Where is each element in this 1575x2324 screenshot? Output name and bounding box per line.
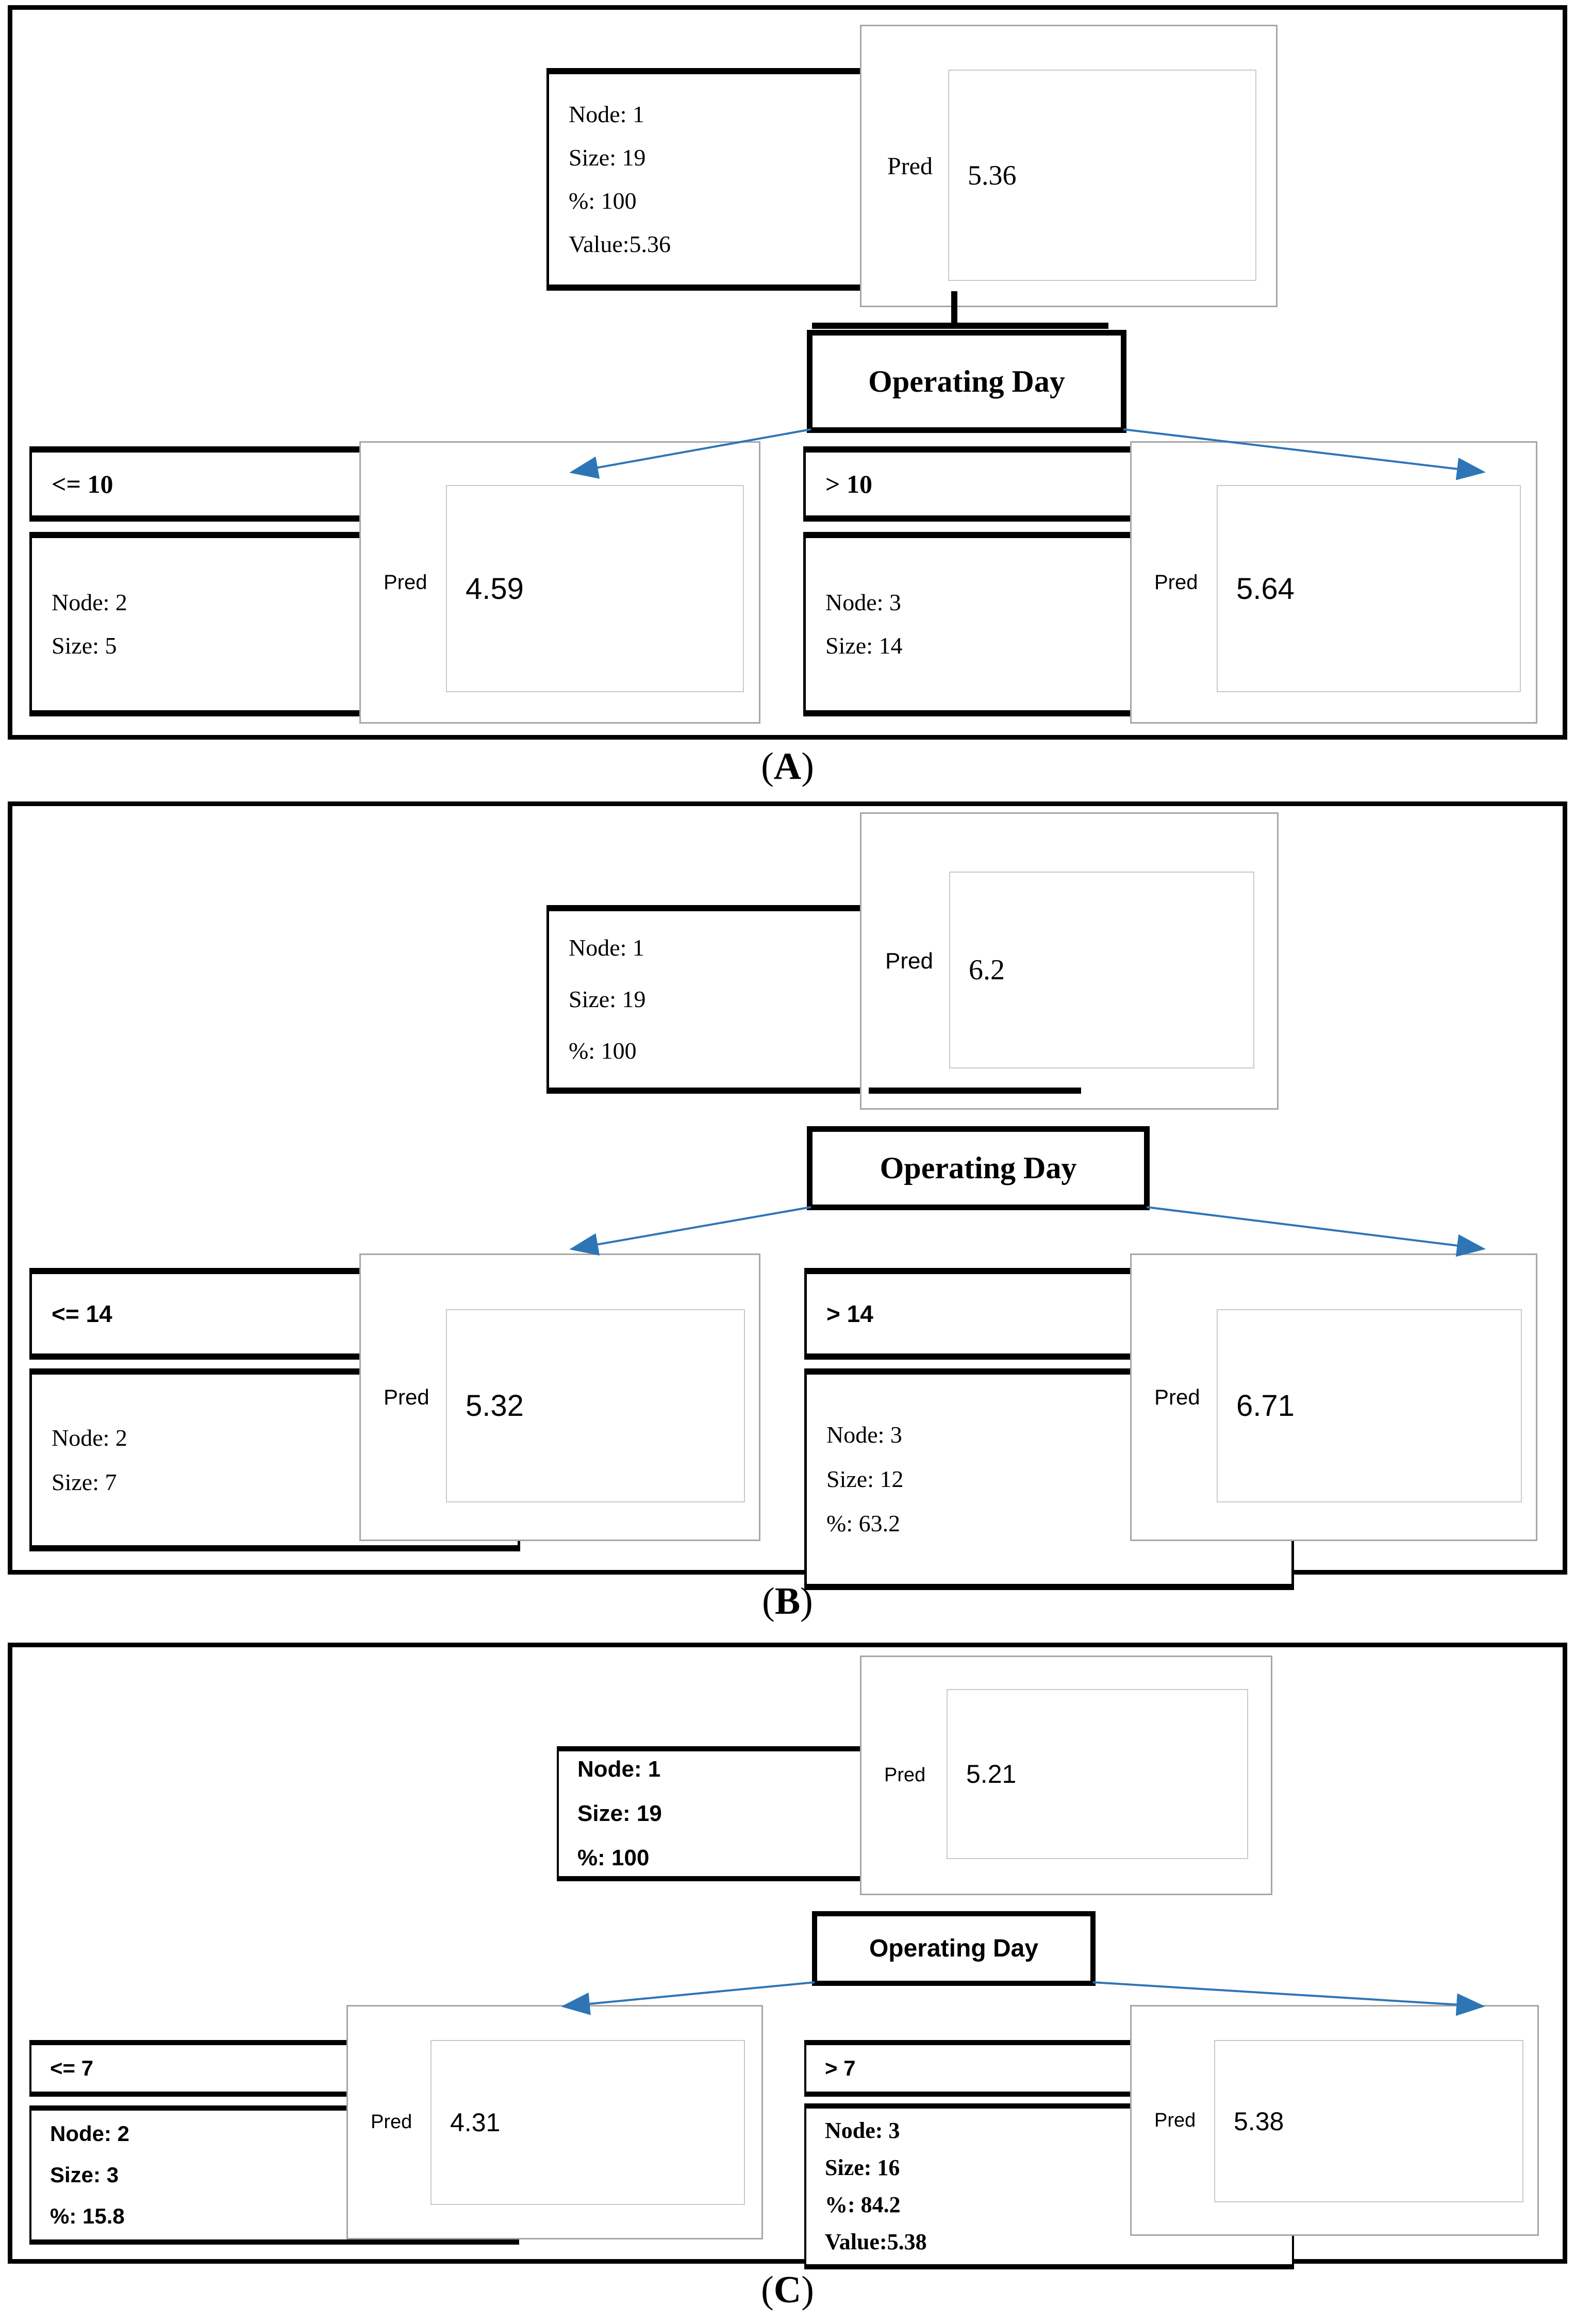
pred-value: 5.38: [1234, 2106, 1284, 2136]
connector-step-horizontal: [869, 1088, 1081, 1094]
right-pred-box: Pred 6.71: [1130, 1253, 1537, 1541]
decision-tree-panel-a: Node: 1 Size: 19 %: 100 Value:5.36 Pred …: [8, 5, 1567, 740]
pred-inner-frame: 6.71: [1217, 1309, 1522, 1502]
caption-paren: ): [801, 745, 814, 788]
caption-letter: A: [773, 745, 802, 788]
root-node-info-text: Node: 1 Size: 19 %: 100: [577, 1757, 662, 1870]
split-variable-box: Operating Day: [807, 330, 1126, 433]
split-variable-label: Operating Day: [868, 364, 1065, 398]
root-node-info-text: Node: 1 Size: 19 %: 100: [569, 934, 646, 1064]
root-pred-box: Pred 5.21: [860, 1656, 1272, 1895]
pred-label: Pred: [1154, 1385, 1200, 1409]
decision-tree-panel-b: Node: 1 Size: 19 %: 100 Pred 6.2 Operati…: [8, 801, 1567, 1590]
pred-label: Pred: [384, 571, 427, 594]
left-condition-label: <= 7: [50, 2056, 94, 2080]
left-pred-box: Pred 4.59: [359, 441, 760, 724]
root-pred-box: Pred 6.2: [860, 812, 1279, 1110]
right-node-info-text: Node: 3 Size: 16 %: 84.2 Value:5.38: [825, 2118, 927, 2254]
left-node-info-text: Node: 2 Size: 5: [52, 589, 127, 659]
pred-label: Pred: [884, 1764, 926, 1786]
split-variable-label: Operating Day: [869, 1935, 1039, 1962]
caption-paren: (: [762, 1580, 775, 1623]
connector-step-vertical: [951, 291, 957, 329]
pred-inner-frame: 5.36: [948, 70, 1256, 281]
root-node-info-box: Node: 1 Size: 19 %: 100: [546, 905, 871, 1094]
panel-caption-a: (A): [0, 741, 1575, 793]
pred-label: Pred: [887, 152, 933, 180]
pred-inner-frame: 4.31: [430, 2040, 745, 2205]
right-condition-label: > 7: [825, 2056, 856, 2080]
panel-caption-b: (B): [0, 1576, 1575, 1628]
root-node-info-box: Node: 1 Size: 19 %: 100: [557, 1746, 866, 1881]
left-condition-label: <= 10: [52, 470, 113, 498]
right-pred-box: Pred 5.38: [1130, 2005, 1539, 2236]
panel-caption-c: (C): [0, 2265, 1575, 2316]
left-node-info-text: Node: 2 Size: 3 %: 15.8: [50, 2121, 130, 2228]
pred-value: 6.2: [969, 954, 1005, 986]
right-arrow-line: [1092, 1981, 1485, 2016]
pred-inner-frame: 4.59: [446, 485, 744, 692]
caption-paren: (: [761, 745, 774, 788]
root-node-info-text: Node: 1 Size: 19 %: 100 Value:5.36: [569, 101, 671, 257]
pred-value: 5.36: [968, 160, 1017, 191]
left-arrow-line: [561, 1981, 815, 2015]
pred-value: 4.59: [466, 572, 524, 606]
right-pred-box: Pred 5.64: [1130, 441, 1537, 724]
right-condition-label: > 10: [825, 470, 872, 498]
pred-label: Pred: [1154, 2109, 1196, 2131]
split-variable-box: Operating Day: [807, 1126, 1150, 1210]
pred-value: 5.64: [1236, 572, 1295, 606]
pred-inner-frame: 6.2: [949, 872, 1254, 1068]
caption-letter: B: [774, 1580, 801, 1623]
right-condition-label: > 14: [826, 1300, 873, 1327]
decision-tree-panel-c: Node: 1 Size: 19 %: 100 Pred 5.21 Operat…: [8, 1643, 1567, 2269]
left-arrow-line: [569, 1206, 811, 1256]
pred-value: 6.71: [1236, 1389, 1295, 1423]
right-node-info-text: Node: 3 Size: 12 %: 63.2: [826, 1422, 904, 1536]
pred-inner-frame: 5.21: [947, 1689, 1248, 1859]
left-pred-box: Pred 5.32: [359, 1253, 760, 1541]
pred-label: Pred: [384, 1385, 429, 1409]
right-arrow-line: [1146, 1206, 1486, 1257]
pred-value: 5.32: [466, 1389, 524, 1423]
pred-inner-frame: 5.64: [1217, 485, 1521, 692]
pred-value: 4.31: [450, 2108, 501, 2137]
left-node-info-text: Node: 2 Size: 7: [52, 1424, 127, 1495]
caption-paren: (: [761, 2269, 774, 2311]
split-variable-label: Operating Day: [880, 1151, 1077, 1185]
split-variable-box: Operating Day: [812, 1911, 1096, 1986]
left-pred-box: Pred 4.31: [346, 2005, 763, 2239]
pred-label: Pred: [371, 2111, 412, 2133]
pred-value: 5.21: [966, 1760, 1017, 1788]
right-node-info-text: Node: 3 Size: 14: [825, 589, 903, 659]
connector-step-horizontal: [812, 323, 1108, 329]
caption-letter: C: [773, 2269, 802, 2311]
pred-inner-frame: 5.32: [446, 1309, 745, 1502]
root-pred-box: Pred 5.36: [860, 25, 1278, 307]
pred-label: Pred: [885, 948, 933, 974]
pred-inner-frame: 5.38: [1214, 2040, 1523, 2202]
caption-paren: ): [801, 2269, 814, 2311]
pred-label: Pred: [1154, 571, 1198, 594]
left-condition-label: <= 14: [52, 1300, 112, 1327]
